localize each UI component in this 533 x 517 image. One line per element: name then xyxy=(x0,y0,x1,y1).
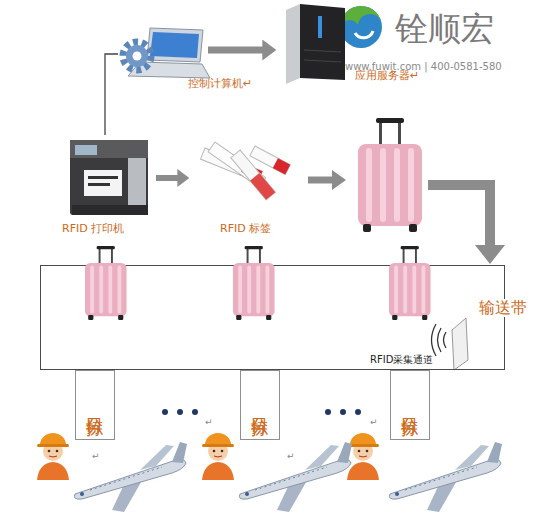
ellipsis-dots xyxy=(177,409,183,415)
channel-label: RFID采集通道 xyxy=(370,354,433,365)
ellipsis-dots xyxy=(325,409,331,415)
rfid-printer-icon xyxy=(84,170,122,196)
belt-luggage xyxy=(233,246,275,320)
server-icon xyxy=(300,4,345,80)
company-logo xyxy=(355,31,373,38)
company-logo xyxy=(340,6,382,48)
belt-luggage xyxy=(389,246,431,320)
worker-figure xyxy=(37,433,69,480)
laptop-icon xyxy=(147,28,203,62)
laptop-icon xyxy=(133,52,142,61)
rfid-antenna xyxy=(444,332,447,348)
flow-arrow xyxy=(308,170,505,264)
printer-node: RFID 打印机 xyxy=(64,135,152,217)
node-label: 分拣口 xyxy=(401,404,420,407)
rfid-printer-icon xyxy=(128,158,146,213)
belt-luggage xyxy=(85,246,127,320)
company-logo xyxy=(340,6,382,48)
flow-arrow xyxy=(308,177,332,184)
ellipsis-dots xyxy=(192,409,198,415)
rfid-printer-icon xyxy=(88,183,110,186)
ellipsis-dots xyxy=(340,409,346,415)
contact-watermark: www.fuwit.com | 400-0581-580 xyxy=(345,61,502,72)
airplane xyxy=(389,442,502,512)
laptop-icon xyxy=(123,28,210,78)
flow-arrow xyxy=(428,185,490,246)
flow-connector xyxy=(156,175,178,181)
luggage-suitcase xyxy=(358,118,422,232)
sorting-port: 分拣口 xyxy=(240,370,280,440)
connectors xyxy=(105,50,263,178)
ellipsis-dots xyxy=(355,409,361,415)
return-mark: ↵ xyxy=(287,452,295,462)
laptop-icon xyxy=(123,42,151,70)
return-mark: ↵ xyxy=(92,452,100,462)
luggage-suitcase xyxy=(358,118,422,232)
flow-arrow xyxy=(475,245,505,264)
server-icon xyxy=(318,16,322,38)
ellipsis-dots xyxy=(162,409,168,415)
return-mark: ↵ xyxy=(205,418,213,428)
server-node: 应用服务器↵ xyxy=(283,4,347,80)
flow-connector xyxy=(208,47,263,54)
belt-luggage xyxy=(85,246,431,320)
return-mark: ↵ xyxy=(370,418,378,428)
rfid-tags-icon xyxy=(201,142,291,200)
laptop-icon xyxy=(150,32,199,58)
server-icon xyxy=(286,4,300,84)
node-label: 分拣口 xyxy=(251,404,270,407)
worker-figure xyxy=(202,433,234,480)
rfid-tags-icon xyxy=(273,158,291,174)
laptop-icon xyxy=(126,45,148,67)
rfid-printer-icon xyxy=(70,140,148,158)
flow-connector xyxy=(105,54,118,135)
node-label: RFID 打印机 xyxy=(62,223,124,235)
airplane xyxy=(239,442,352,512)
rfid-antenna xyxy=(438,328,442,352)
airplane xyxy=(74,442,502,512)
worker-figure xyxy=(347,433,379,480)
rfid-antenna xyxy=(452,318,468,370)
airplane xyxy=(74,442,187,512)
rfid-tags-icon xyxy=(250,146,290,174)
rfid-printer-icon xyxy=(70,140,148,215)
brand-watermark: 铨顺宏 xyxy=(395,11,494,47)
rfid-antenna xyxy=(432,318,469,370)
rfid-antenna xyxy=(432,324,437,356)
computer-node: 控制计算机↵ xyxy=(118,28,204,80)
sorting-port: 分拣口 xyxy=(390,370,430,440)
node-label: 输送带 xyxy=(479,299,527,317)
sorting-port: 分拣口 xyxy=(75,370,115,440)
rfid-printer-icon xyxy=(72,205,148,215)
flow-arrow xyxy=(332,170,346,190)
server-icon xyxy=(286,4,345,84)
conveyor-loop: 输送带 xyxy=(40,265,505,370)
rfid-tags-icon xyxy=(250,173,275,200)
server-icon xyxy=(304,50,341,52)
rfid-printer-icon xyxy=(88,176,118,179)
node-label: 控制计算机↵ xyxy=(188,78,252,90)
rfid-printer-icon xyxy=(75,145,97,155)
node-label: 分拣口 xyxy=(86,404,105,407)
node-label: RFID 标签 xyxy=(220,223,271,235)
rfid-tags-icon xyxy=(250,146,290,174)
company-logo xyxy=(340,6,382,27)
rfid-printer-icon xyxy=(70,140,148,215)
server-icon xyxy=(304,60,341,62)
tag-node: RFID 标签 xyxy=(194,138,292,202)
